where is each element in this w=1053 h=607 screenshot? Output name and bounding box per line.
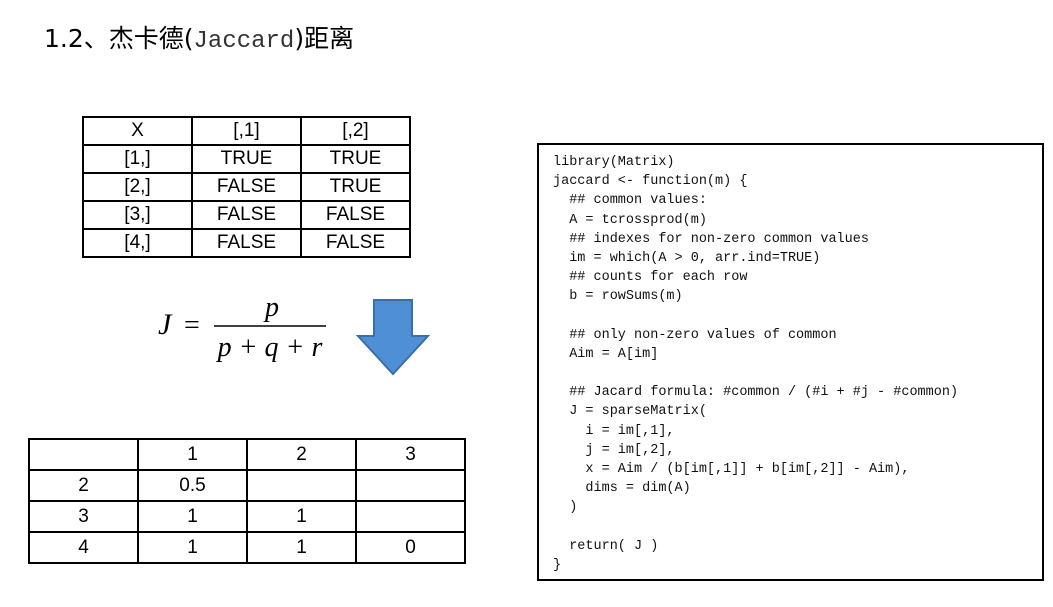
title-prefix: 1.2、杰卡德( (44, 24, 194, 53)
table-cell: 1 (137, 500, 248, 533)
header-cell: [,2] (300, 116, 411, 146)
table-header-row: X [,1] [,2] (82, 116, 411, 146)
code-line: im = which(A > 0, arr.ind=TRUE) (553, 250, 821, 266)
header-cell: X (82, 116, 193, 146)
jaccard-formula: J = p p + q + r (158, 292, 326, 363)
table-cell: 2 (28, 469, 139, 502)
table-cell: FALSE (300, 228, 411, 258)
code-line: jaccard <- function(m) { (553, 174, 748, 190)
table-row: 3 1 1 (28, 500, 466, 533)
table-cell: 0.5 (137, 469, 248, 502)
title-suffix: )距离 (294, 24, 355, 53)
table-cell: [2,] (82, 172, 193, 202)
table-cell: 1 (246, 531, 357, 564)
r-code-block: library(Matrix) jaccard <- function(m) {… (537, 143, 1044, 581)
down-arrow-icon (356, 299, 430, 376)
code-line: ## common values: (553, 193, 707, 209)
header-cell: [,1] (191, 116, 302, 146)
title-mono: Jaccard (193, 28, 295, 55)
code-line (553, 307, 1042, 326)
table-cell: FALSE (191, 200, 302, 230)
formula-equals: = (184, 310, 200, 341)
code-line: library(Matrix) (553, 155, 675, 170)
table-cell (246, 469, 357, 502)
code-line: ## indexes for non-zero common values (553, 231, 869, 247)
header-cell (28, 438, 139, 471)
table-cell: FALSE (191, 172, 302, 202)
code-line: A = tcrossprod(m) (553, 212, 707, 228)
table-row: [2,] FALSE TRUE (82, 172, 411, 202)
table-cell: TRUE (300, 172, 411, 202)
code-line: i = im[,1], (553, 423, 675, 439)
code-line: return( J ) (553, 538, 659, 554)
code-line: J = sparseMatrix( (553, 404, 707, 420)
table-cell: [1,] (82, 144, 193, 174)
table-header-row: 1 2 3 (28, 438, 466, 471)
table-cell: FALSE (191, 228, 302, 258)
table-cell: [3,] (82, 200, 193, 230)
table-row: 2 0.5 (28, 469, 466, 502)
code-line: Aim = A[im] (553, 346, 659, 362)
code-line: ## Jacard formula: #common / (#i + #j - … (553, 385, 959, 401)
table-cell: 4 (28, 531, 139, 564)
table-row: [1,] TRUE TRUE (82, 144, 411, 174)
logical-matrix-table: X [,1] [,2] [1,] TRUE TRUE [2,] FALSE TR… (82, 116, 411, 258)
table-cell: TRUE (300, 144, 411, 174)
formula-lhs: J (158, 308, 173, 341)
table-cell (355, 469, 466, 502)
header-cell: 3 (355, 438, 466, 471)
code-line: x = Aim / (b[im[,1]] + b[im[,2]] - Aim), (553, 462, 910, 477)
jaccard-result-table: 1 2 3 2 0.5 3 1 1 4 1 1 0 (28, 438, 466, 564)
table-cell: TRUE (191, 144, 302, 174)
code-line: ) (553, 500, 578, 516)
table-row: [3,] FALSE FALSE (82, 200, 411, 230)
code-line (553, 518, 1042, 537)
page-title: 1.2、杰卡德(Jaccard)距离 (44, 22, 354, 59)
code-line: ## counts for each row (553, 270, 748, 286)
code-line: dims = dim(A) (553, 481, 691, 497)
table-cell: [4,] (82, 228, 193, 258)
code-line: j = im[,2], (553, 442, 675, 458)
header-cell: 2 (246, 438, 357, 471)
formula-numerator: p (263, 292, 279, 323)
code-line: ## only non-zero values of common (553, 327, 837, 343)
table-cell: 1 (246, 500, 357, 533)
table-cell: 1 (137, 531, 248, 564)
formula-denominator: p + q + r (216, 332, 323, 363)
code-line: b = rowSums(m) (553, 289, 683, 305)
code-line: } (553, 557, 562, 573)
table-cell (355, 500, 466, 533)
table-row: [4,] FALSE FALSE (82, 228, 411, 258)
header-cell: 1 (137, 438, 248, 471)
table-row: 4 1 1 0 (28, 531, 466, 564)
table-cell: 3 (28, 500, 139, 533)
table-cell: 0 (355, 531, 466, 564)
table-cell: FALSE (300, 200, 411, 230)
code-line (553, 364, 1042, 383)
